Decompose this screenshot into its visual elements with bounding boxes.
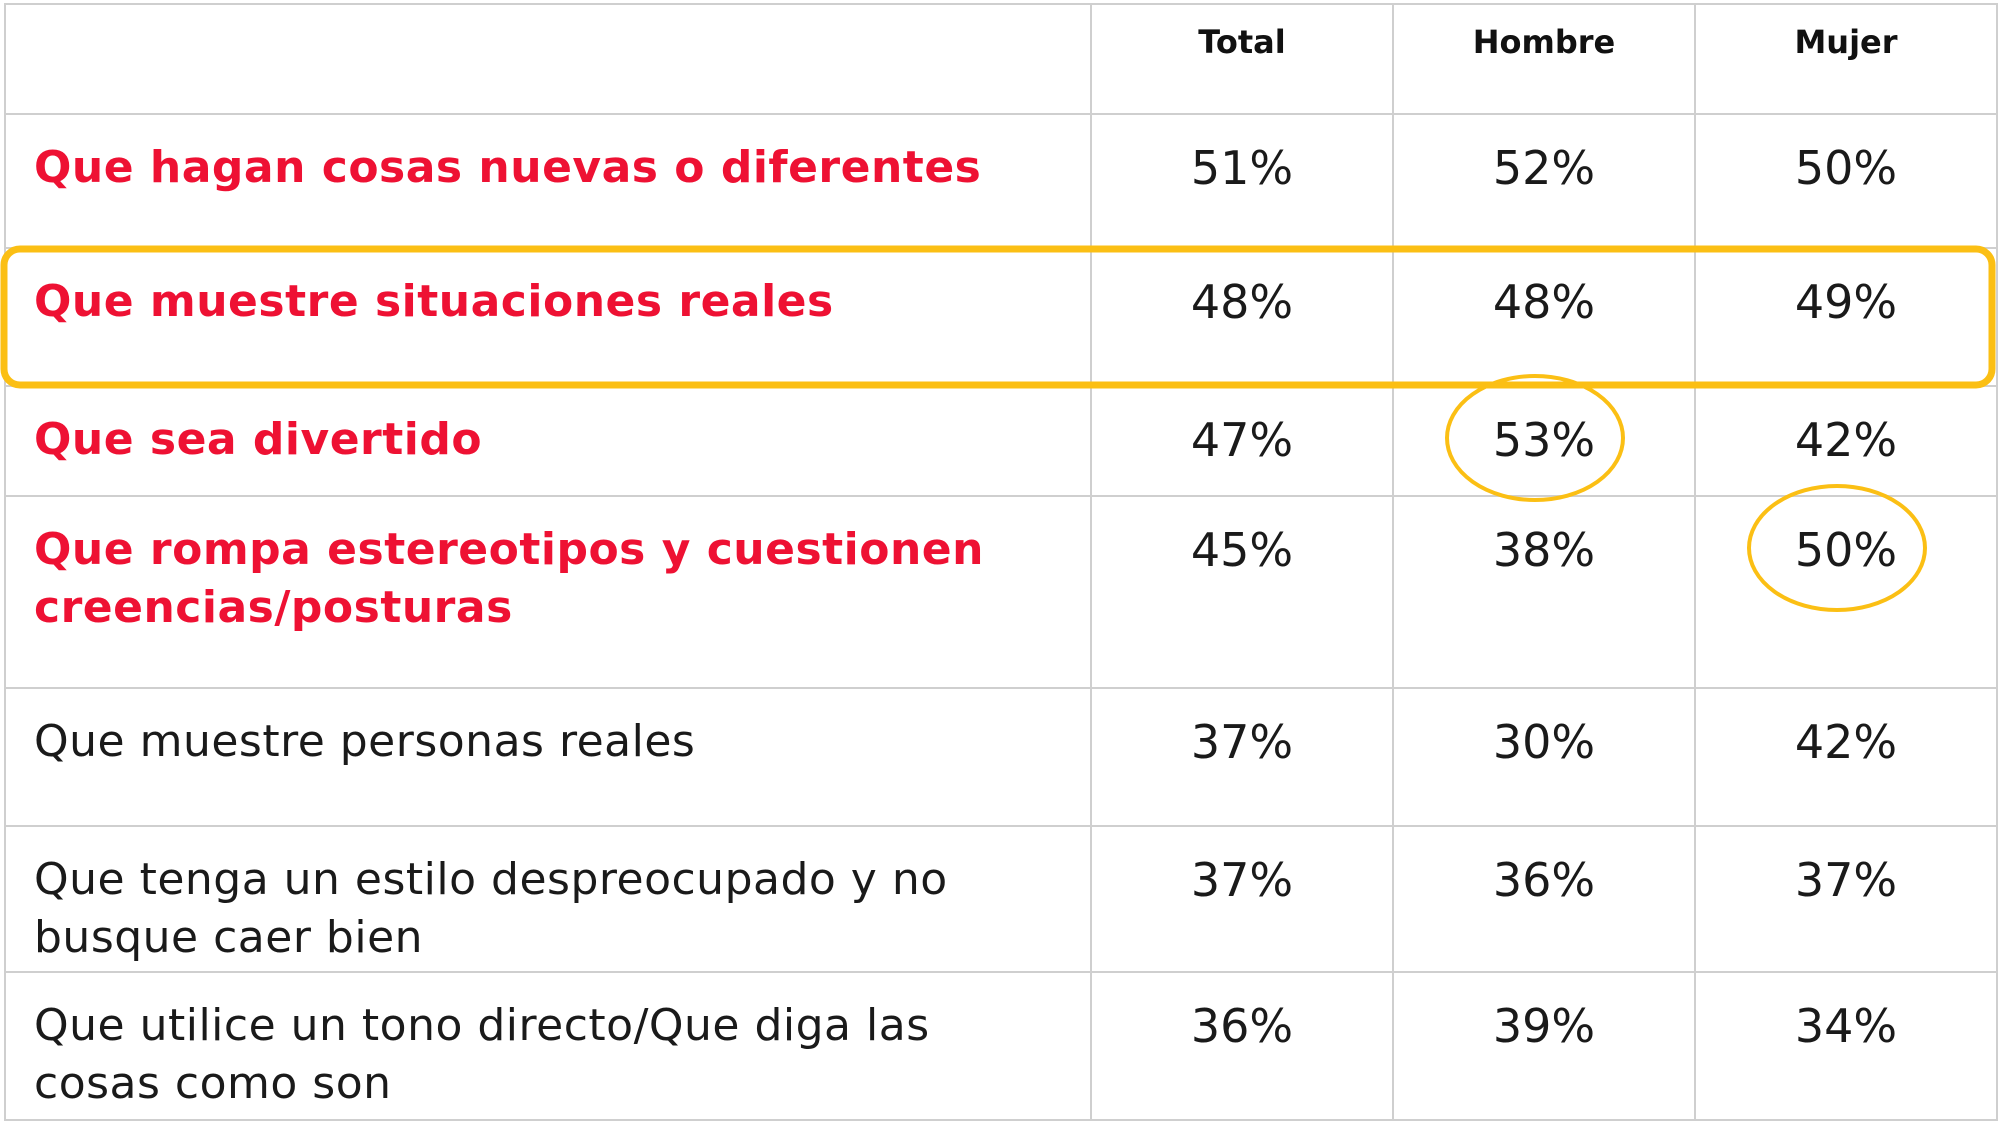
cell-hombre: 53% [1392,385,1696,497]
cell-mujer: 42% [1694,385,1998,497]
table-row: Que tenga un estilo despreocupado y no b… [4,825,1998,973]
table-row: Que utilice un tono directo/Que diga las… [4,971,1998,1121]
cell-total: 37% [1090,687,1394,827]
cell-mujer: 50% [1694,495,1998,689]
cell-total: 45% [1090,495,1394,689]
row-label: Que hagan cosas nuevas o diferentes [4,113,1092,249]
row-label: Que muestre situaciones reales [4,247,1092,387]
row-label: Que tenga un estilo despreocupado y no b… [4,825,1092,973]
cell-hombre: 36% [1392,825,1696,973]
header-total: Total [1090,3,1394,115]
header-empty [4,3,1092,115]
header-row: Total Hombre Mujer [4,3,1998,115]
cell-total: 51% [1090,113,1394,249]
row-label: Que rompa estereotipos y cuestionen cree… [4,495,1092,689]
header-mujer: Mujer [1694,3,1998,115]
cell-hombre: 52% [1392,113,1696,249]
table-row: Que rompa estereotipos y cuestionen cree… [4,495,1998,689]
row-label: Que sea divertido [4,385,1092,497]
cell-mujer: 42% [1694,687,1998,827]
cell-mujer: 49% [1694,247,1998,387]
data-table: Total Hombre Mujer Que hagan cosas nueva… [4,3,1998,1121]
cell-mujer: 34% [1694,971,1998,1121]
cell-hombre: 30% [1392,687,1696,827]
cell-total: 47% [1090,385,1394,497]
cell-hombre: 38% [1392,495,1696,689]
row-label: Que utilice un tono directo/Que diga las… [4,971,1092,1121]
header-hombre: Hombre [1392,3,1696,115]
cell-total: 36% [1090,971,1394,1121]
cell-total: 48% [1090,247,1394,387]
cell-hombre: 48% [1392,247,1696,387]
row-label: Que muestre personas reales [4,687,1092,827]
cell-mujer: 50% [1694,113,1998,249]
cell-total: 37% [1090,825,1394,973]
cell-mujer: 37% [1694,825,1998,973]
cell-hombre: 39% [1392,971,1696,1121]
